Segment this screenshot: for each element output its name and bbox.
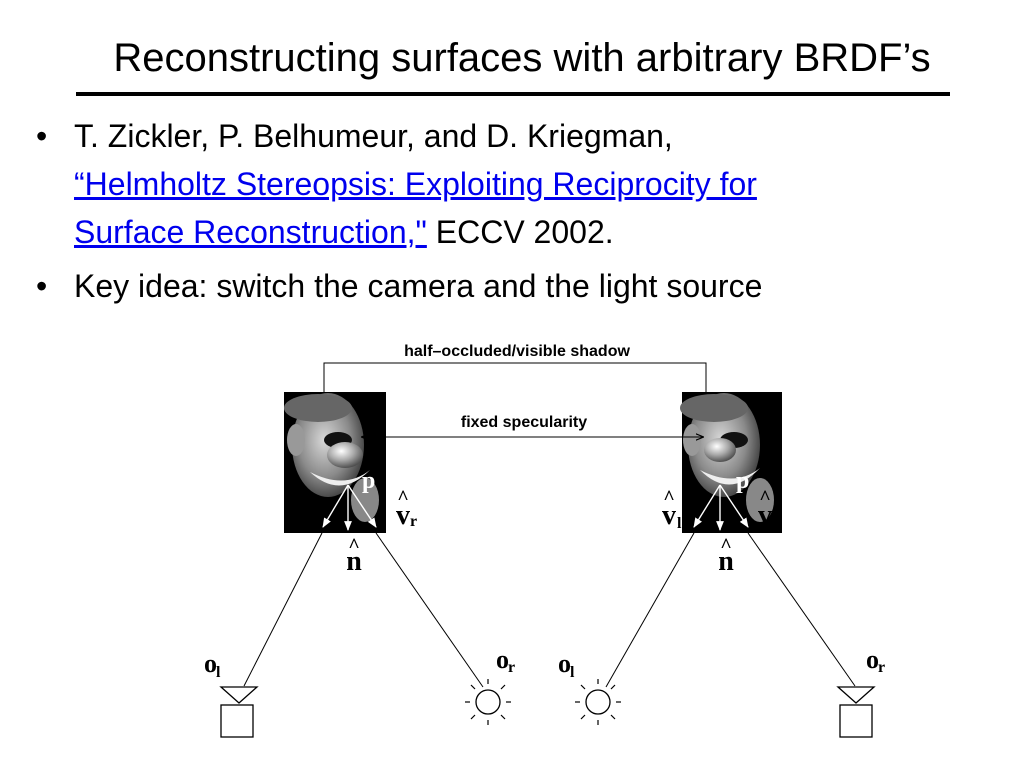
left-n-label: n xyxy=(346,546,362,577)
left-vl-sub: l xyxy=(312,515,317,532)
right-vr-sub: r xyxy=(772,513,779,530)
left-vl-hat: ^ xyxy=(297,487,309,509)
left-point-label: p xyxy=(362,468,375,494)
right-vl-sub: l xyxy=(677,515,682,532)
left-or-sub: r xyxy=(508,659,515,676)
left-or-light-source-icon xyxy=(465,679,511,725)
right-vr-hat: ^ xyxy=(759,487,771,509)
right-image-panel: p xyxy=(680,392,782,533)
right-n-label: n xyxy=(718,546,734,577)
reference-venue: ECCV 2002. xyxy=(426,214,614,250)
right-n-hat: ^ xyxy=(720,535,732,557)
left-vr-sub: r xyxy=(410,513,417,530)
shadow-label-bg xyxy=(374,339,660,361)
bullet-reference: • T. Zickler, P. Belhumeur, and D. Krieg… xyxy=(36,112,996,256)
left-n-hat: ^ xyxy=(348,535,360,557)
right-or-label: o xyxy=(866,645,879,674)
left-vr-hat: ^ xyxy=(397,487,409,509)
right-point-label: p xyxy=(736,468,749,494)
specularity-connector: fixed specularity xyxy=(362,410,703,437)
right-ol-label: o xyxy=(558,649,571,678)
specularity-label-bg xyxy=(440,410,612,432)
right-ol-light-source-icon xyxy=(575,679,621,725)
bullet-marker: • xyxy=(36,268,48,304)
left-ray-to-ol xyxy=(243,532,323,687)
right-vr-ray xyxy=(719,484,749,528)
left-figure-head-image xyxy=(284,393,379,522)
left-vr-label: v xyxy=(396,500,410,531)
paper-link-line1[interactable]: “Helmholtz Stereopsis: Exploiting Recipr… xyxy=(74,166,757,202)
left-ol-sub: l xyxy=(216,664,221,681)
left-vl-label: v xyxy=(296,500,310,531)
reference-authors: T. Zickler, P. Belhumeur, and D. Kriegma… xyxy=(74,118,673,154)
paper-link-line2[interactable]: Surface Reconstruction," xyxy=(74,214,427,250)
right-ol-sub: l xyxy=(570,664,575,681)
right-ray-to-or xyxy=(747,532,856,687)
right-vl-hat: ^ xyxy=(663,487,675,509)
left-vector-labels: ^ v l ^ v r ^ n xyxy=(296,487,417,577)
bullet-key-idea: • Key idea: switch the camera and the li… xyxy=(36,262,996,310)
bullet-list: • T. Zickler, P. Belhumeur, and D. Krieg… xyxy=(36,112,996,310)
slide-title: Reconstructing surfaces with arbitrary B… xyxy=(113,36,931,80)
right-figure-head-image xyxy=(680,393,774,522)
bullet-marker: • xyxy=(36,118,48,154)
paper-link[interactable]: “Helmholtz Stereopsis: Exploiting Recipr… xyxy=(74,166,757,250)
left-ol-label: o xyxy=(204,649,217,678)
left-ray-to-or xyxy=(375,532,484,688)
left-or-label: o xyxy=(496,645,509,674)
shadow-label: half–occluded/visible shadow xyxy=(404,343,630,360)
left-vr-ray xyxy=(347,484,377,528)
key-idea-text: Key idea: switch the camera and the ligh… xyxy=(74,268,763,304)
right-or-camera-icon xyxy=(836,686,876,738)
right-ray-to-ol xyxy=(605,532,695,688)
left-ol-camera-icon xyxy=(219,686,259,738)
right-or-sub: r xyxy=(878,659,885,676)
left-vl-ray xyxy=(322,484,349,528)
right-vector-labels: ^ v l ^ v r ^ n xyxy=(662,487,779,577)
right-vr-label: v xyxy=(758,500,772,531)
specularity-label: fixed specularity xyxy=(461,414,587,431)
shadow-connector: half–occluded/visible shadow xyxy=(324,339,706,420)
right-vl-label: v xyxy=(662,500,676,531)
right-vl-ray xyxy=(693,484,721,528)
title-underline xyxy=(76,92,950,96)
left-image-panel: p xyxy=(284,392,386,533)
